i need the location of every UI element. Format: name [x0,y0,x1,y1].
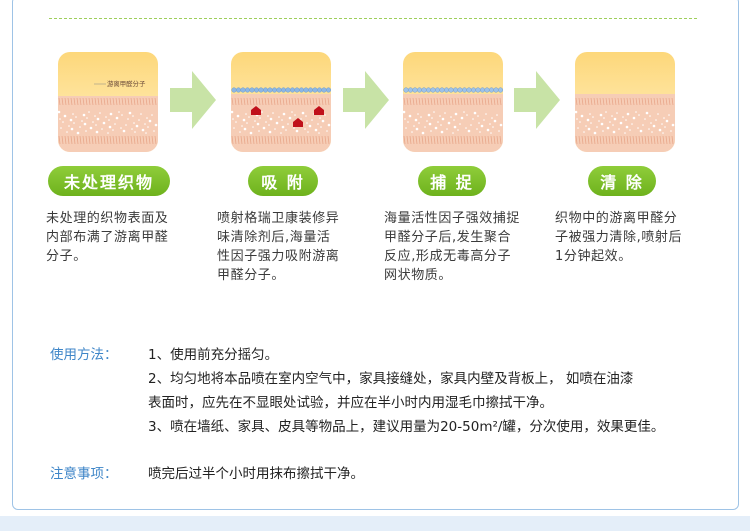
usage-line: 3、喷在墙纸、家具、皮具等物品上，建议用量为20-50m²/罐，分次使用，效果更… [148,419,665,435]
desc-line: 子被强力清除,喷射后 [555,230,683,245]
desc-line: 甲醛分子后,发生聚合 [384,230,512,245]
panel-clear [575,52,675,152]
step-title-text: 清 除 [600,173,644,192]
usage-label: 使用方法： [50,347,118,363]
desc-line: 1分钟起效。 [555,249,632,264]
desc-line: 网状物质。 [384,268,453,283]
arrow-right-icon [343,71,389,129]
step-title-capture: 捕 捉 [418,166,486,196]
step-title-clear: 清 除 [588,166,656,196]
step-title-text: 吸 附 [261,173,305,192]
step-title-untreated: 未处理织物 [48,166,170,196]
desc-line: 织物中的游离甲醛分 [555,211,678,226]
step-description-clear: 织物中的游离甲醛分 子被强力清除,喷射后 1分钟起效。 [555,209,703,266]
usage-line: 1、使用前充分摇匀。 [148,347,279,363]
bottom-strip [0,516,750,531]
desc-line: 内部布满了游离甲醛 [46,230,169,245]
arrow-right-icon [170,71,216,129]
desc-line: 性因子强力吸附游离 [217,249,340,264]
step-title-adsorb: 吸 附 [248,166,318,196]
step-title-text: 未处理织物 [63,173,154,192]
usage-line: 2、均匀地将本品喷在室内空气中，家具接缝处，家具内壁及背板上， 如喷在油漆 [148,371,634,387]
arrow-right-icon [514,71,560,129]
step-title-text: 捕 捉 [430,173,474,192]
panel-capture [403,52,503,152]
usage-line: 表面时，应先在不显眼处试验，并应在半小时内用湿毛巾擦拭干净。 [148,395,553,411]
desc-line: 喷射格瑞卫康装修异 [217,211,340,226]
notes-label: 注意事项： [50,466,118,482]
desc-line: 未处理的织物表面及 [46,211,169,226]
desc-line: 反应,形成无毒高分子 [384,249,512,264]
step-description-capture: 海量活性因子强效捕捉 甲醛分子后,发生聚合 反应,形成无毒高分子 网状物质。 [384,209,532,285]
panel-molecule-label: 游离甲醛分子 [107,79,146,88]
panel-adsorb [231,52,331,152]
step-description-untreated: 未处理的织物表面及 内部布满了游离甲醛 分子。 [46,209,194,266]
notes-text: 喷完后过半个小时用抹布擦拭干净。 [148,466,364,482]
desc-line: 甲醛分子。 [217,268,286,283]
dashed-divider [49,18,697,19]
desc-line: 分子。 [46,249,87,264]
desc-line: 海量活性因子强效捕捉 [384,211,521,226]
desc-line: 味清除剂后,海量活 [217,230,331,245]
panel-untreated: 游离甲醛分子 [58,52,158,152]
step-description-adsorb: 喷射格瑞卫康装修异 味清除剂后,海量活 性因子强力吸附游离 甲醛分子。 [217,209,365,285]
